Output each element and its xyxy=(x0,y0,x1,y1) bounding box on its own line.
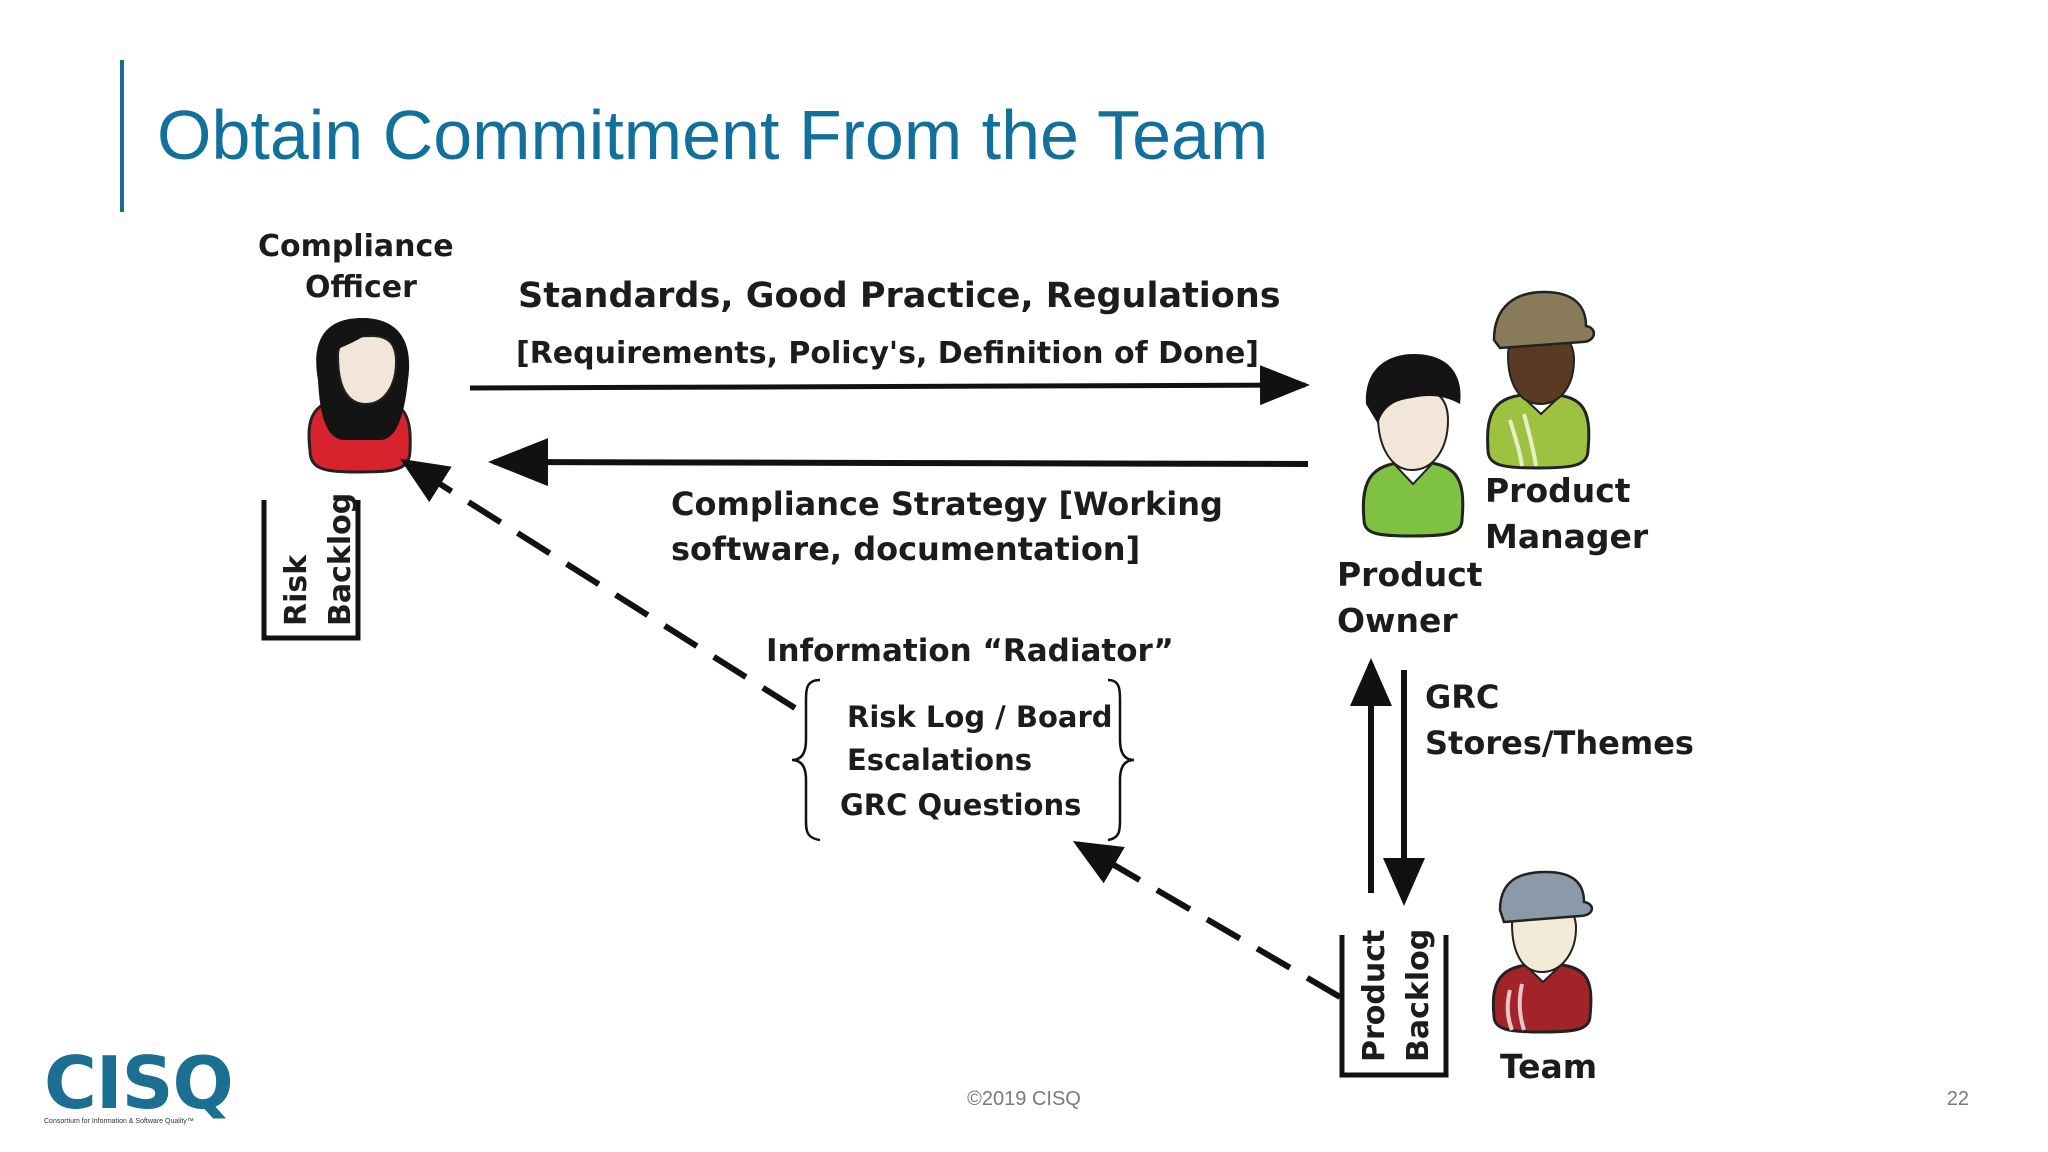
backlog-to-radiator-arrow xyxy=(1072,840,1342,1000)
radiator-left-brace xyxy=(791,678,821,842)
product-backlog: Product Backlog xyxy=(1339,929,1449,1078)
footer-copyright: ©2019 CISQ xyxy=(967,1088,1081,1110)
radiator-item-escalations: Escalations xyxy=(847,743,1032,777)
grc-stories-label: GRC Stores/Themes xyxy=(1425,678,1694,762)
product-owner-icon xyxy=(1361,354,1465,538)
product-backlog-label-product: Product xyxy=(1357,930,1392,1062)
standards-label: Standards, Good Practice, Regulations xyxy=(518,276,1281,316)
product-backlog-label-backlog: Backlog xyxy=(1401,929,1436,1062)
radiator-to-officer-arrow xyxy=(399,458,797,711)
risk-backlog-label-backlog: Backlog xyxy=(323,493,358,626)
team-member-icon xyxy=(1491,870,1593,1034)
requirements-label: [Requirements, Policy's, Definition of D… xyxy=(516,336,1259,371)
compliance-officer-icon xyxy=(307,318,412,474)
logo-tagline: Consortium for Information & Software Qu… xyxy=(44,1118,194,1125)
compliance-officer-label: Compliance Officer xyxy=(258,229,464,305)
risk-backlog: Risk Backlog xyxy=(261,493,361,641)
slide-title: Obtain Commitment From the Team xyxy=(157,96,1269,174)
product-manager-icon xyxy=(1486,290,1595,470)
product-owner-label: Product Owner xyxy=(1337,555,1494,640)
page-number: 22 xyxy=(1946,1088,1969,1110)
strategy-arrow xyxy=(488,438,1309,487)
radiator-right-brace xyxy=(1107,678,1135,842)
radiator-item-risk-log: Risk Log / Board xyxy=(847,700,1113,734)
title-accent-bar xyxy=(120,60,124,212)
risk-backlog-label-risk: Risk xyxy=(279,554,314,626)
team-label: Team xyxy=(1500,1047,1597,1086)
product-manager-label: Product Manager xyxy=(1485,471,1649,556)
radiator-title: Information “Radiator” xyxy=(766,633,1174,669)
compliance-strategy-label: Compliance Strategy [Working software, d… xyxy=(671,485,1234,568)
radiator-item-grc-questions: GRC Questions xyxy=(840,788,1081,822)
standards-arrow xyxy=(469,365,1310,406)
cisq-logo: CISQ Consortium for Information & Softwa… xyxy=(44,1041,234,1125)
logo-wordmark: CISQ xyxy=(44,1041,234,1125)
